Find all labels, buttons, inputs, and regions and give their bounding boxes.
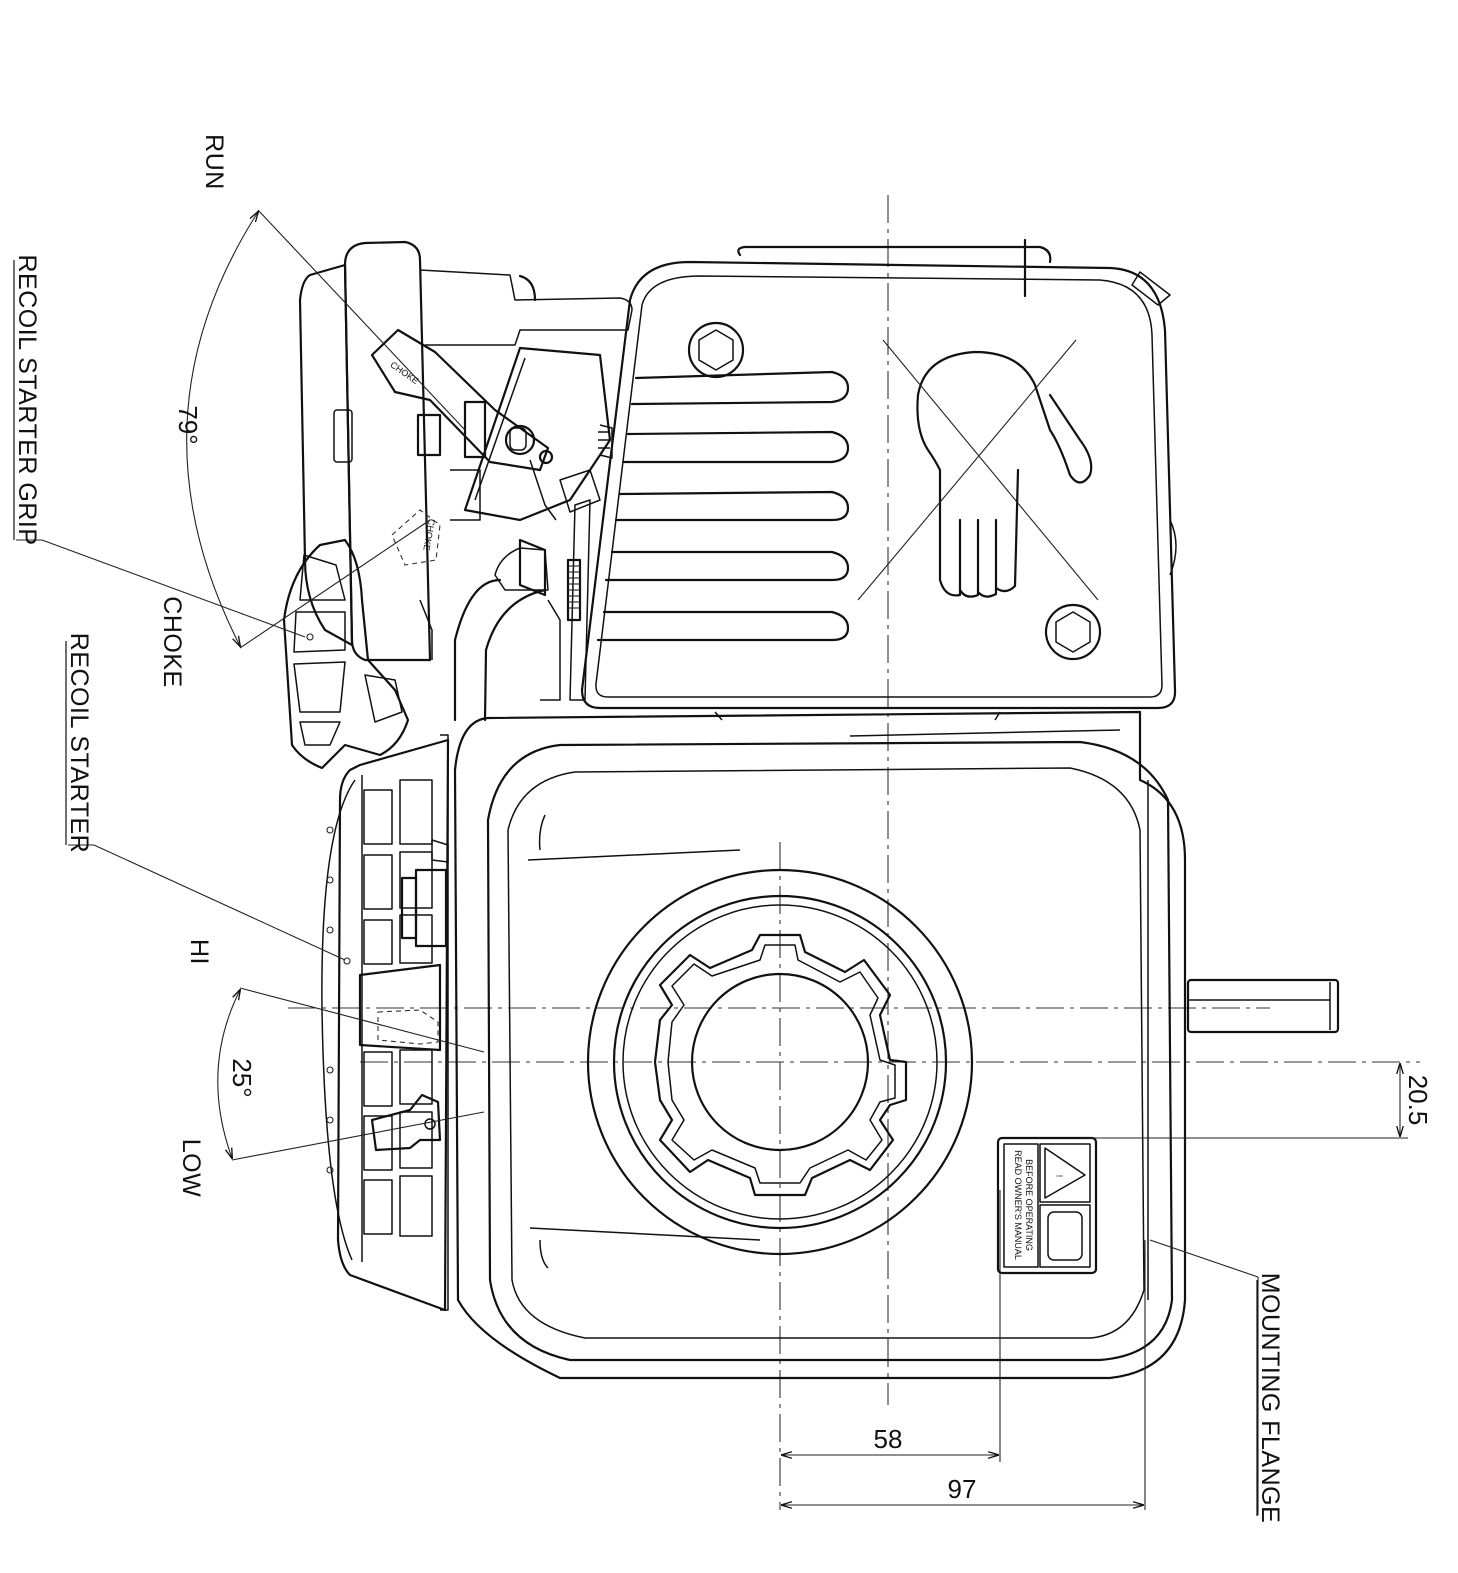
dim-20-5: 20.5 <box>1403 1075 1433 1126</box>
dim-angle-79: 79° <box>173 405 203 444</box>
dim-97: 97 <box>948 1474 977 1504</box>
label-low: LOW <box>177 1139 205 1197</box>
choke-lever-tag: CHOKE <box>388 360 420 387</box>
recoil-starter-housing <box>321 734 450 1312</box>
warning-text-line1: READ OWNER'S MANUAL <box>1013 1150 1023 1260</box>
warning-text-line2: BEFORE OPERATING <box>1024 1159 1034 1251</box>
throttle-lever <box>370 1009 442 1152</box>
warning-label: ! READ OWNER'S MANUAL BEFORE OPERATING <box>996 1136 1098 1275</box>
label-run: RUN <box>200 134 228 190</box>
recoil-starter-grip <box>282 538 410 770</box>
output-shaft <box>1186 978 1340 1034</box>
leader-lines <box>16 210 1259 1515</box>
label-recoil-starter-grip: RECOIL STARTER GRIP <box>13 254 41 545</box>
warning-symbol: ! <box>1054 1175 1064 1178</box>
dim-angle-25: 25° <box>227 1058 257 1097</box>
hand-warning-icon <box>857 339 1099 601</box>
air-cleaner <box>298 240 633 662</box>
crankcase <box>453 710 1187 1380</box>
flywheel-hub <box>586 868 974 1256</box>
dim-58: 58 <box>874 1424 903 1454</box>
label-hi: HI <box>185 939 213 965</box>
fuel-tank <box>580 238 1177 710</box>
label-recoil-starter: RECOIL STARTER <box>65 633 93 853</box>
center-lines <box>288 195 1420 1510</box>
label-choke: CHOKE <box>158 596 186 687</box>
carburetor <box>416 346 613 722</box>
label-mounting-flange: MOUNTING FLANGE <box>1256 1273 1284 1524</box>
tank-ribs <box>596 370 850 642</box>
dimension-lines <box>782 1064 1408 1510</box>
svg-text:CHOKE: CHOKE <box>421 518 436 551</box>
governor-linkage <box>540 469 601 701</box>
